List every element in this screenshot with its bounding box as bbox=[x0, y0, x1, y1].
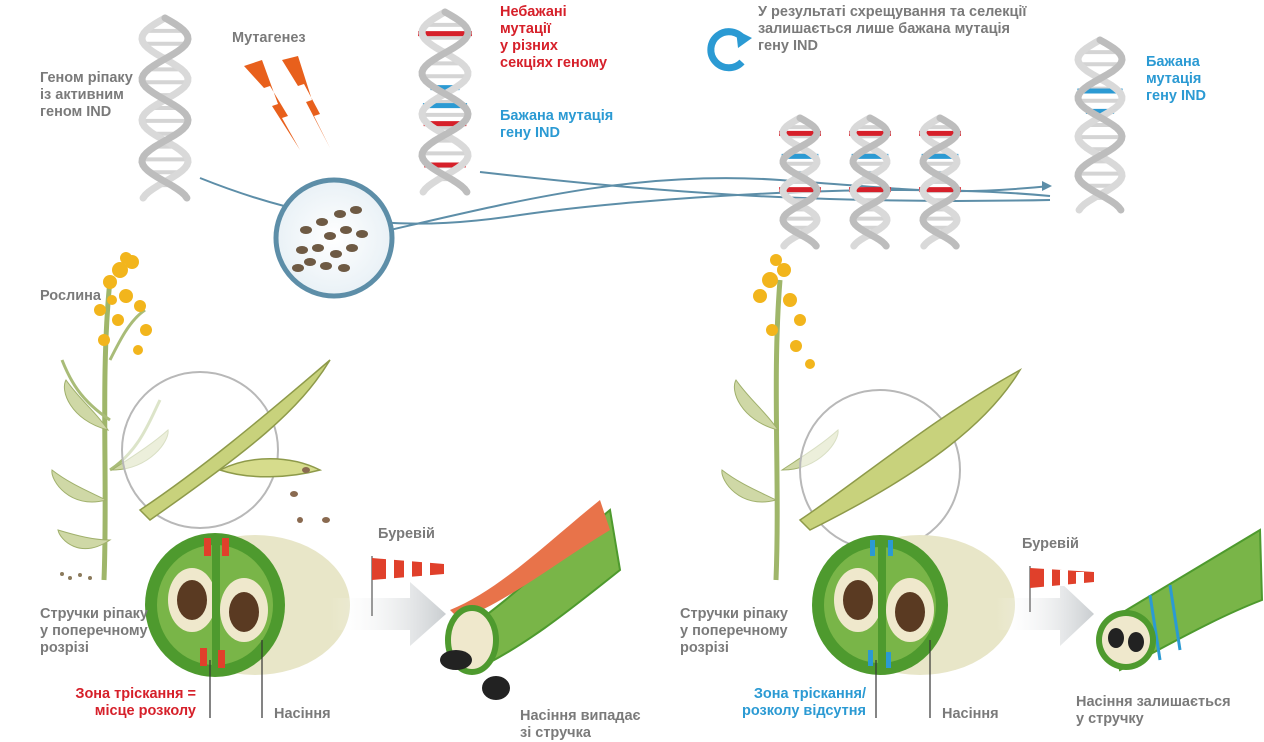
curve-arrowhead bbox=[1042, 181, 1052, 191]
magnifier-left bbox=[122, 372, 278, 528]
label-crack-zone: Зона тріскання = місце розколу bbox=[58, 686, 196, 720]
dna-helix-icon bbox=[1077, 40, 1122, 210]
dna-helix-icon bbox=[418, 12, 472, 192]
label-storm-left: Буревій bbox=[378, 526, 435, 543]
broken-pod-left bbox=[440, 500, 620, 700]
label-wanted-final: Бажана мутація гену IND bbox=[1146, 54, 1206, 105]
label-seeds-left: Насіння bbox=[274, 706, 331, 723]
seed-dish-icon bbox=[276, 180, 392, 296]
cycle-arrow-icon bbox=[711, 30, 752, 68]
label-unwanted-mutations: Небажані мутації у різних секціях геному bbox=[500, 4, 607, 72]
label-genome-active: Геном ріпаку із активним геном IND bbox=[40, 70, 133, 121]
label-mutagenesis: Мутагенез bbox=[232, 30, 306, 47]
lightning-icon bbox=[244, 56, 330, 150]
label-plant: Рослина bbox=[40, 288, 101, 305]
pod-cross-section-left bbox=[145, 533, 350, 677]
label-seeds-fall-out: Насіння випадає зі стручка bbox=[520, 708, 641, 742]
label-wanted-mutation: Бажана мутація гену IND bbox=[500, 108, 613, 142]
label-pods-cross-section-right: Стручки ріпаку у поперечному розрізі bbox=[680, 606, 788, 657]
dna-helix-icon bbox=[849, 118, 891, 246]
dna-helix-icon bbox=[919, 118, 961, 246]
pod-cross-section-right bbox=[812, 535, 1015, 675]
label-pods-cross-section-left: Стручки ріпаку у поперечному розрізі bbox=[40, 606, 148, 657]
label-seeds-right: Насіння bbox=[942, 706, 999, 723]
dna-helix-icon bbox=[779, 118, 821, 246]
intact-pod-right bbox=[1096, 530, 1262, 670]
label-crossing-selection: У результаті схрещування та селекції зал… bbox=[758, 4, 1027, 55]
dna-helix-icon bbox=[142, 18, 188, 198]
label-storm-right: Буревій bbox=[1022, 536, 1079, 553]
label-seeds-stay: Насіння залишається у стручку bbox=[1076, 694, 1231, 728]
label-no-crack-zone: Зона тріскання/ розколу відсутня bbox=[722, 686, 866, 720]
